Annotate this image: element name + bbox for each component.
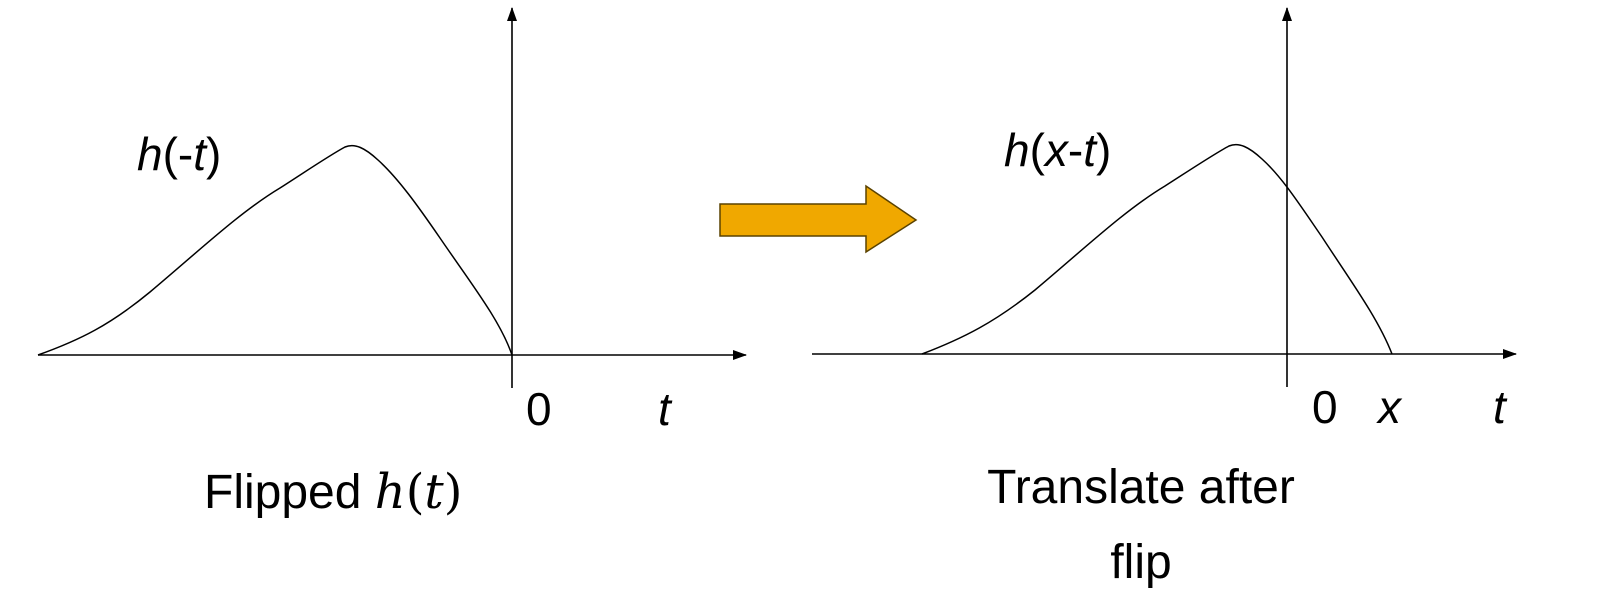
- right-caption-line1: Translate after: [987, 461, 1295, 514]
- transform-arrow-icon: [719, 184, 918, 254]
- left-t-axis-label: t: [658, 383, 673, 435]
- right-origin-label: 0: [1312, 381, 1338, 433]
- left-panel: h(-t) 0 t Flipped h(t): [37, 7, 747, 520]
- right-panel: h(x-t) 0 x t Translate after flip: [812, 7, 1517, 589]
- left-caption: Flipped h(t): [204, 464, 462, 520]
- right-caption-line2: flip: [1110, 536, 1171, 589]
- left-origin-label: 0: [526, 383, 552, 435]
- left-curve-h-minus-t: [37, 144, 513, 356]
- right-curve-h-x-minus-t: [921, 143, 1393, 355]
- right-t-axis-label: t: [1493, 381, 1508, 433]
- left-curve-label: h(-t): [137, 128, 221, 180]
- right-shift-x-label: x: [1376, 381, 1403, 433]
- right-curve-label: h(x-t): [1004, 124, 1111, 176]
